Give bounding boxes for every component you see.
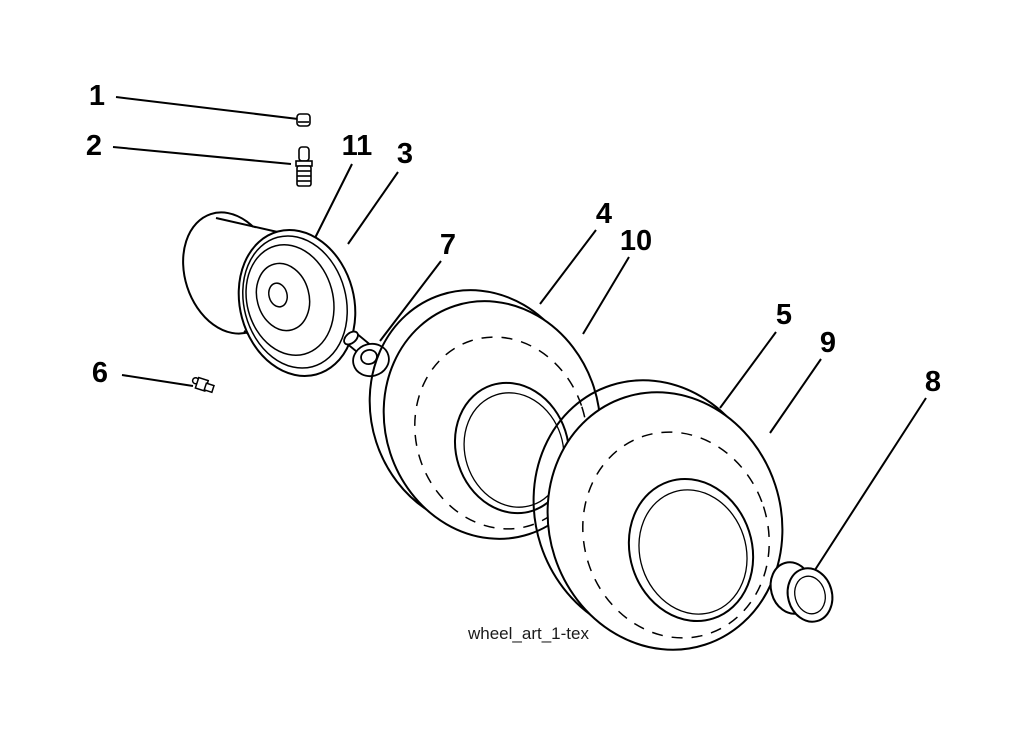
valve-stem-part — [295, 146, 313, 187]
valve-cap-part — [296, 113, 311, 127]
part-label-9: 9 — [820, 327, 836, 359]
leader-line-3 — [347, 171, 399, 245]
part-label-1: 1 — [89, 80, 105, 112]
rim-dish — [255, 262, 311, 332]
leader-line-9 — [769, 358, 822, 434]
part-label-5: 5 — [776, 299, 792, 331]
washer-part — [343, 330, 390, 378]
leader-line-7 — [379, 260, 442, 342]
tire-rear-part — [532, 379, 784, 651]
tire-front-sidewall-dashed — [414, 336, 588, 530]
grease-fitting-part — [191, 376, 215, 394]
tire-rear-bead-hole — [627, 477, 755, 623]
wheel-rim-part — [182, 211, 357, 377]
part-label-6: 6 — [92, 357, 108, 389]
leader-line-4 — [539, 229, 597, 305]
diagram-caption: wheel_art_1-tex — [467, 624, 589, 643]
tire-front-bead-hole — [453, 381, 571, 515]
part-label-11: 11 — [342, 130, 373, 162]
leader-line-10 — [582, 256, 630, 335]
leader-line-5 — [719, 331, 777, 409]
tire-front-bead-inner — [463, 392, 565, 508]
leader-line-6 — [121, 374, 194, 387]
rim-bead-ring — [242, 235, 348, 369]
part-labels: 1 2 11 3 4 10 5 9 8 6 7 — [86, 80, 941, 398]
part-label-7: 7 — [440, 229, 456, 261]
rim-face — [245, 244, 335, 356]
part-label-8: 8 — [925, 366, 941, 398]
tire-front-part — [368, 289, 602, 540]
tire-rear-sidewall-dashed — [582, 431, 770, 639]
leader-line-1 — [115, 96, 299, 120]
part-label-10: 10 — [620, 225, 652, 257]
rim-hub-hole — [268, 282, 288, 308]
part-label-3: 3 — [397, 138, 413, 170]
leader-line-8 — [812, 397, 927, 574]
part-label-2: 2 — [86, 130, 102, 162]
leader-lines — [112, 96, 927, 574]
leader-line-2 — [112, 146, 292, 165]
part-label-4: 4 — [596, 198, 612, 230]
hub-cap-part — [769, 561, 834, 623]
tire-rear-bead-inner — [638, 489, 748, 615]
leader-line-11 — [311, 163, 353, 245]
